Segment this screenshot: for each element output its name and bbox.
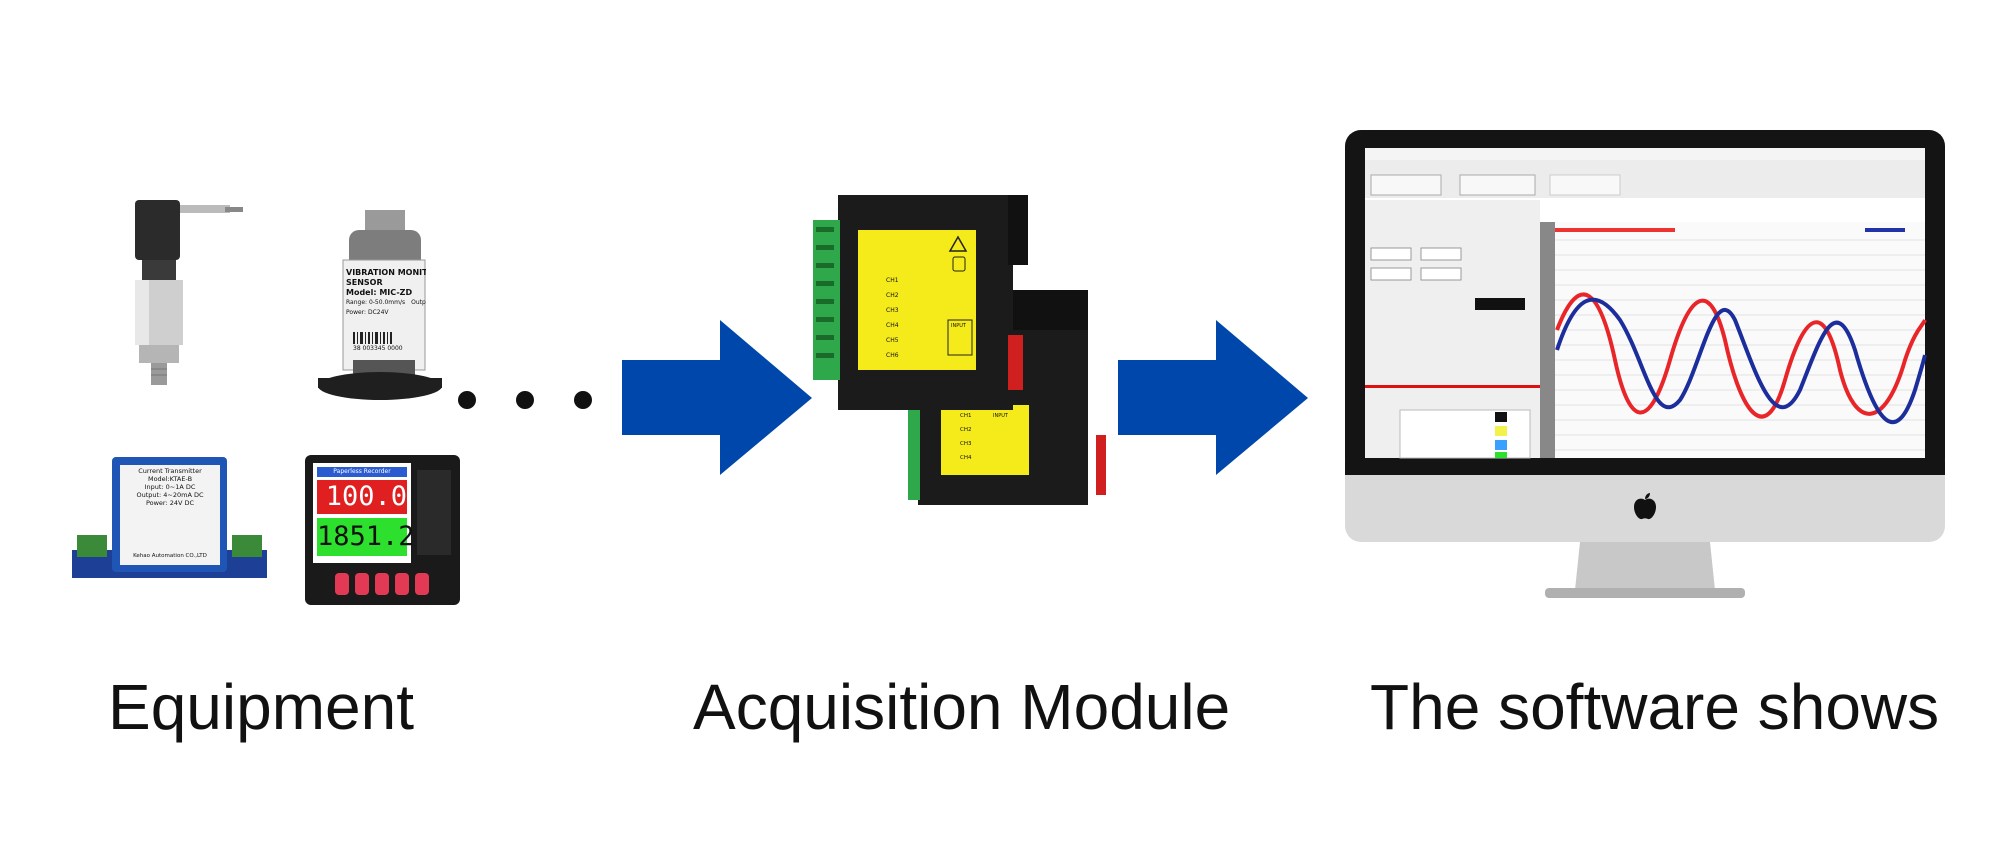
module-front-ch2: CH2 xyxy=(886,292,899,299)
caption-software-shows: The software shows xyxy=(1370,671,1940,743)
transmitter-power: Power: 24V DC xyxy=(145,499,195,507)
apple-logo-icon xyxy=(1634,493,1656,520)
sensor-serial: 38 003345 0000 xyxy=(353,345,403,352)
module-back-ch4: CH4 xyxy=(960,455,972,461)
module-back-ch1: CH1 xyxy=(960,413,972,419)
module-front-input-label: INPUT xyxy=(951,323,966,329)
module-front-ch6: CH6 xyxy=(886,352,899,359)
current-transmitter: Current Transmitter Model:KTAE-B Input: … xyxy=(72,455,267,585)
sensor-title-line2: SENSOR xyxy=(346,278,383,287)
right-arrow-icon xyxy=(1118,320,1308,475)
panel-meter: Paperless Recorder 100.0 1851.2 xyxy=(305,455,460,605)
transmitter-output: Output: 4~20mA DC xyxy=(136,491,204,499)
sensor-output: Output xyxy=(411,299,426,306)
module-back-input-label: INPUT xyxy=(993,413,1008,419)
module-front-ch3: CH3 xyxy=(886,307,899,314)
right-arrow-icon xyxy=(622,320,812,475)
caption-acquisition-module: Acquisition Module xyxy=(693,671,1231,743)
sensor-range: Range: 0-50.0mm/s xyxy=(346,299,406,306)
meter-value-bottom: 1851.2 xyxy=(317,521,415,552)
transmitter-title: Current Transmitter xyxy=(138,467,202,475)
vibration-sensor: VIBRATION MONITORING SENSOR Model: MIC-Z… xyxy=(315,210,450,400)
caption-equipment: Equipment xyxy=(108,671,414,743)
module-back-ch2: CH2 xyxy=(960,427,972,433)
meter-value-top: 100.0 xyxy=(325,481,407,512)
meter-brand: Paperless Recorder xyxy=(333,468,391,475)
computer-monitor xyxy=(1345,130,1945,610)
module-front-ch5: CH5 xyxy=(886,337,899,344)
module-front-ch1: CH1 xyxy=(886,277,899,284)
sensor-model: Model: MIC-ZD xyxy=(346,288,413,297)
module-back-ch3: CH3 xyxy=(960,441,972,447)
transmitter-input: Input: 0~1A DC xyxy=(144,483,196,491)
sensor-title-line1: VIBRATION MONITORING xyxy=(346,268,426,277)
module-front-ch4: CH4 xyxy=(886,322,899,329)
acquisition-module: CH1 CH2 CH3 CH4 CH5 CH6 INPUT CH1 CH2 CH… xyxy=(808,195,1108,515)
transmitter-maker: Kehao Automation CO.,LTD xyxy=(133,553,207,559)
sensor-power: Power: DC24V xyxy=(346,309,389,316)
pressure-transmitter-image xyxy=(135,200,243,385)
ellipsis-icon xyxy=(458,391,592,409)
transmitter-model: Model:KTAE-B xyxy=(147,475,193,483)
